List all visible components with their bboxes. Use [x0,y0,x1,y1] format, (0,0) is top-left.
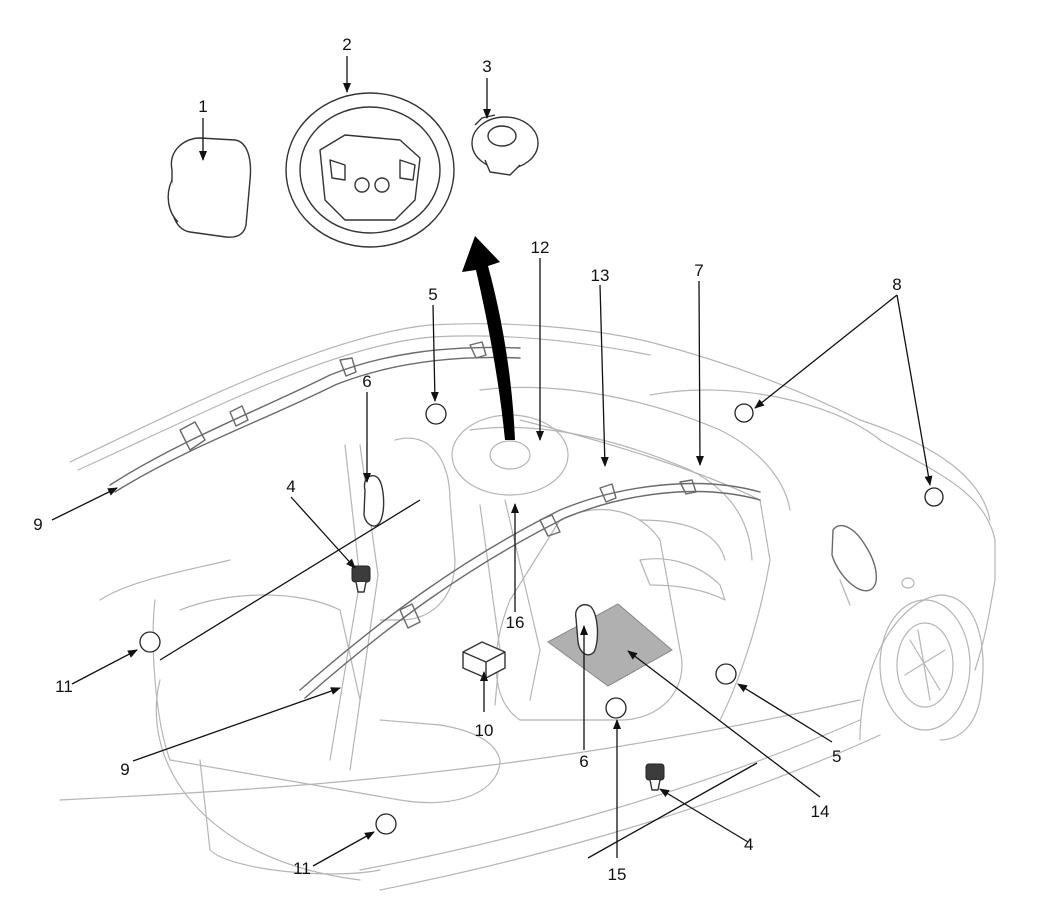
seat-belt-pretensioner-lower [645,763,665,791]
callout-5-lower: 5 [832,747,841,766]
callout-1: 1 [198,97,207,116]
callout-7: 7 [694,261,703,280]
callout-11-upper: 11 [55,677,73,696]
curtain-airbag-left-rail [299,479,761,699]
occupant-classification-mat [547,603,673,687]
callout-14: 14 [811,802,830,821]
steering-wheel [285,92,455,248]
callout-6-upper: 6 [362,372,371,391]
callout-4-lower: 4 [744,835,753,854]
marker-8-lower [924,487,944,507]
callout-9-upper: 9 [33,515,42,534]
marker-8-upper [734,403,754,423]
callout-15: 15 [608,865,627,884]
marker-5-upper [425,403,447,425]
callout-6-lower: 6 [579,752,588,771]
relocation-arrow [462,236,515,440]
leader-lines [51,56,933,867]
side-airbag-module-right [575,604,599,656]
callout-16: 16 [506,613,525,632]
curtain-airbag-right-rail [109,341,521,493]
marker-15 [605,697,627,719]
vehicle-body-outline [59,323,996,891]
seat-belt-pretensioner-upper [351,565,371,593]
callout-8: 8 [892,275,901,294]
callout-5-upper: 5 [428,285,437,304]
marker-11-lower [375,813,397,835]
callout-2: 2 [342,35,351,54]
callout-13: 13 [591,266,610,285]
callout-12: 12 [531,238,550,257]
driver-airbag-module [167,137,252,238]
clock-spring [471,114,539,176]
callout-labels: 1 2 3 4 4 5 5 6 6 7 8 9 9 10 11 11 12 13… [33,35,901,884]
callout-4-upper: 4 [286,477,295,496]
marker-5-lower [715,663,737,685]
callout-11-lower: 11 [293,859,311,878]
marker-11-upper [139,631,161,653]
callout-3: 3 [482,57,491,76]
callout-10: 10 [475,721,494,740]
side-airbag-module-left [363,474,385,527]
callout-9-lower: 9 [120,760,129,779]
